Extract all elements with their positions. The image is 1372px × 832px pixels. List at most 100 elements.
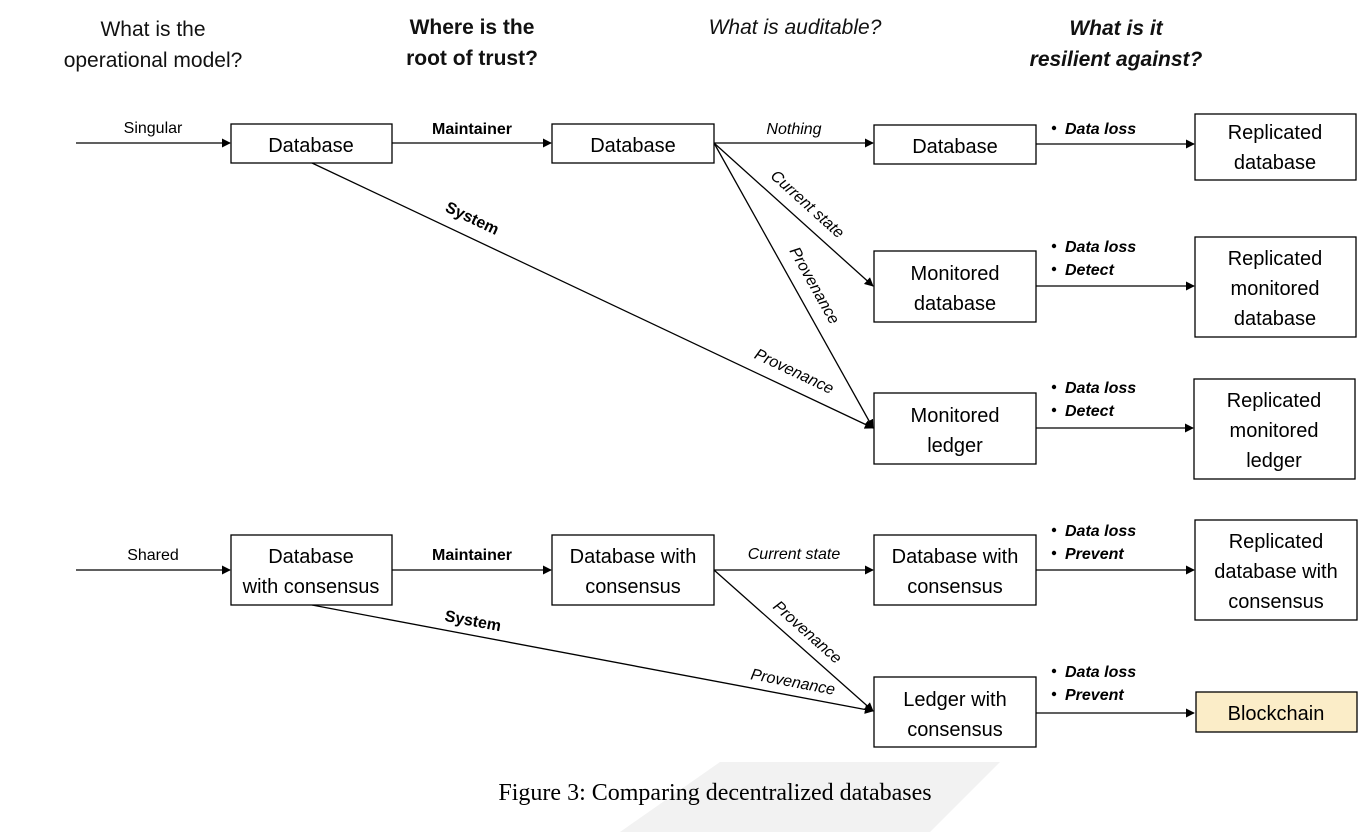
text-line: Ledger with [903,689,1006,711]
label-system-top: System [443,199,502,239]
text-line: Database [912,136,998,158]
node-database-with-consensus-current-state: Database with consensus [873,534,1037,606]
bullet-dot [1051,407,1057,413]
text-line: database [914,293,996,315]
node-database-nothing: Database [873,124,1037,165]
text-line: Replicated [1227,390,1322,412]
text-line: Database [268,546,354,568]
svg-text:Database: Database [268,135,354,157]
bullet-dot [1051,668,1057,674]
text-line: Monitored [911,263,1000,285]
text-line: monitored [1230,420,1319,442]
text-line: Where is the [410,16,535,39]
label-current-state-bottom: Current state [748,546,841,563]
node-monitored-database: Monitored database [873,250,1037,323]
node-ledger-with-consensus: Ledger with consensus [873,676,1037,748]
label-current-state-top: Current state [767,167,847,241]
svg-text:Blockchain: Blockchain [1228,703,1325,725]
edge-system-bottom [311,604,874,714]
watermark-shape [620,762,1000,832]
edge-provenance-top-a [713,142,874,429]
text-line: consensus [585,576,681,598]
resilience-item: Detect [1065,262,1115,279]
label-provenance-bottom-a: Provenance [769,598,844,667]
text-line: database [1234,308,1316,330]
label-maintainer-top: Maintainer [432,121,512,138]
text-line: with consensus [242,576,380,598]
node-blockchain: Blockchain [1195,691,1358,733]
text-line: ledger [1246,450,1302,472]
resilience-item: Prevent [1065,687,1124,704]
resilience-list-r1: Data loss [1065,121,1136,138]
label-shared: Shared [127,547,179,564]
column-heading-operational-model: What is the operational model? [64,18,243,72]
label-singular: Singular [124,120,183,137]
bullet-dot [1051,266,1057,272]
node-database-singular: Database [230,123,393,164]
node-replicated-monitored-ledger: Replicated monitored ledger [1193,378,1356,480]
text-line: ledger [927,435,983,457]
text-line: database with [1214,561,1337,583]
text-line: What is it [1069,17,1163,40]
column-heading-resilient-against: What is it resilient against? [1030,17,1203,71]
resilience-item: Data loss [1065,121,1136,138]
edge-system-top [311,162,874,429]
text-line: What is the [100,18,205,41]
figure-caption: Figure 3: Comparing decentralized databa… [498,780,931,806]
text-line: Replicated [1228,122,1323,144]
node-replicated-database-with-consensus: Replicated database with consensus [1194,519,1358,621]
text-line: monitored [1231,278,1320,300]
text-line: consensus [907,576,1003,598]
resilience-item: Data loss [1065,380,1136,397]
label-maintainer-bottom: Maintainer [432,547,512,564]
node-replicated-database: Replicated database [1194,113,1357,181]
text-line: consensus [1228,591,1324,613]
resilience-item: Data loss [1065,523,1136,540]
resilience-item: Data loss [1065,664,1136,681]
text-line: operational model? [64,49,243,72]
svg-text:Database: Database [912,136,998,158]
text-line: database [1234,152,1316,174]
bullet-dot [1051,527,1057,533]
resilience-item: Data loss [1065,239,1136,256]
node-database-maintainer: Database [551,123,715,164]
bullet-dot [1051,243,1057,249]
text-line: Database [268,135,354,157]
text-line: Replicated [1229,531,1324,553]
text-line: Database with [892,546,1019,568]
bullet-dot [1051,691,1057,697]
column-heading-root-of-trust: Where is the root of trust? [406,16,538,70]
column-heading-auditable: What is auditable? [709,16,882,39]
resilience-item: Prevent [1065,546,1124,563]
text-line: Blockchain [1228,703,1325,725]
text-line: resilient against? [1030,48,1203,71]
label-provenance-bottom-b: Provenance [749,666,836,699]
svg-text:Database: Database [590,135,676,157]
text-line: root of trust? [406,47,538,70]
edge-current-state-top [713,142,874,287]
text-line: Database [590,135,676,157]
text-line: Replicated [1228,248,1323,270]
text-line: What is auditable? [709,16,882,39]
bullet-dot [1051,125,1057,131]
resilience-item: Detect [1065,403,1115,420]
text-line: consensus [907,719,1003,741]
bullet-dot [1051,384,1057,390]
